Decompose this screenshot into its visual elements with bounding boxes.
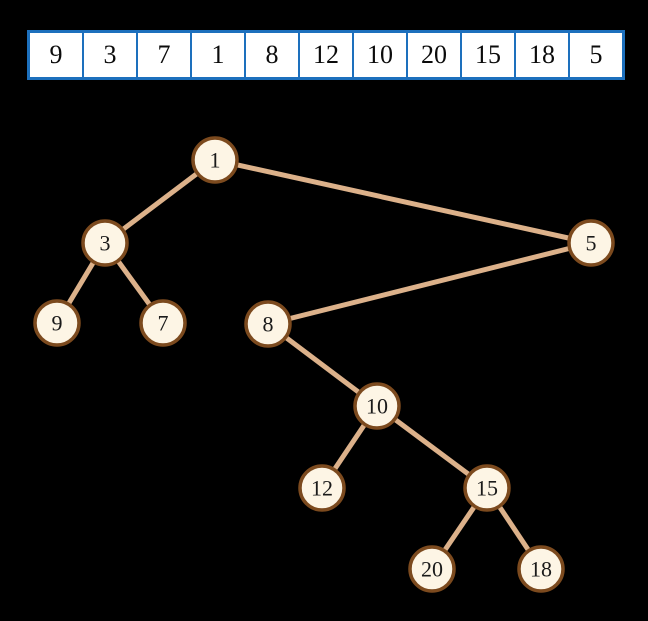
tree-node-3: 3 bbox=[81, 219, 129, 267]
tree-node-9: 9 bbox=[33, 299, 81, 347]
tree-node-label-1: 1 bbox=[210, 148, 221, 173]
array-cell-9: 18 bbox=[516, 33, 570, 77]
tree-node-10: 10 bbox=[353, 382, 401, 430]
array-cell-6: 10 bbox=[354, 33, 408, 77]
tree-node-label-8: 8 bbox=[263, 312, 274, 337]
tree-node-circle-8 bbox=[244, 300, 292, 348]
tree-node-label-3: 3 bbox=[100, 231, 111, 256]
array-cell-10: 5 bbox=[570, 33, 622, 77]
tree-node-20: 20 bbox=[408, 545, 456, 593]
tree-node-label-12: 12 bbox=[311, 476, 333, 501]
tree-node-1: 1 bbox=[191, 136, 239, 184]
tree-node-5: 5 bbox=[567, 219, 615, 267]
tree-node-circle-7 bbox=[139, 299, 187, 347]
tree-edge-5-8 bbox=[267, 240, 592, 327]
array-cell-2: 7 bbox=[138, 33, 192, 77]
tree-node-circle-3 bbox=[81, 219, 129, 267]
tree-node-circle-18 bbox=[517, 545, 565, 593]
tree-node-circle-20 bbox=[408, 545, 456, 593]
tree-node-label-15: 15 bbox=[476, 476, 498, 501]
tree-node-15: 15 bbox=[463, 464, 511, 512]
array-cell-3: 1 bbox=[192, 33, 246, 77]
array-cell-5: 12 bbox=[300, 33, 354, 77]
tree-node-label-10: 10 bbox=[366, 394, 388, 419]
array-cell-4: 8 bbox=[246, 33, 300, 77]
tree-node-label-9: 9 bbox=[52, 311, 63, 336]
tree-node-label-20: 20 bbox=[421, 557, 443, 582]
array-cell-0: 9 bbox=[30, 33, 84, 77]
tree-node-circle-1 bbox=[191, 136, 239, 184]
tree-node-label-5: 5 bbox=[586, 231, 597, 256]
tree-node-circle-9 bbox=[33, 299, 81, 347]
tree-node-circle-12 bbox=[298, 464, 346, 512]
tree-node-label-18: 18 bbox=[530, 557, 552, 582]
tree-node-18: 18 bbox=[517, 545, 565, 593]
tree-node-8: 8 bbox=[244, 300, 292, 348]
tree-node-circle-15 bbox=[463, 464, 511, 512]
tree-node-circle-5 bbox=[567, 219, 615, 267]
tree-edge-1-5 bbox=[214, 157, 592, 246]
tree-node-7: 7 bbox=[139, 299, 187, 347]
array-cell-7: 20 bbox=[408, 33, 462, 77]
tree-node-12: 12 bbox=[298, 464, 346, 512]
array-cell-8: 15 bbox=[462, 33, 516, 77]
array-cell-1: 3 bbox=[84, 33, 138, 77]
tree-node-label-7: 7 bbox=[158, 311, 169, 336]
tree-node-circle-10 bbox=[353, 382, 401, 430]
